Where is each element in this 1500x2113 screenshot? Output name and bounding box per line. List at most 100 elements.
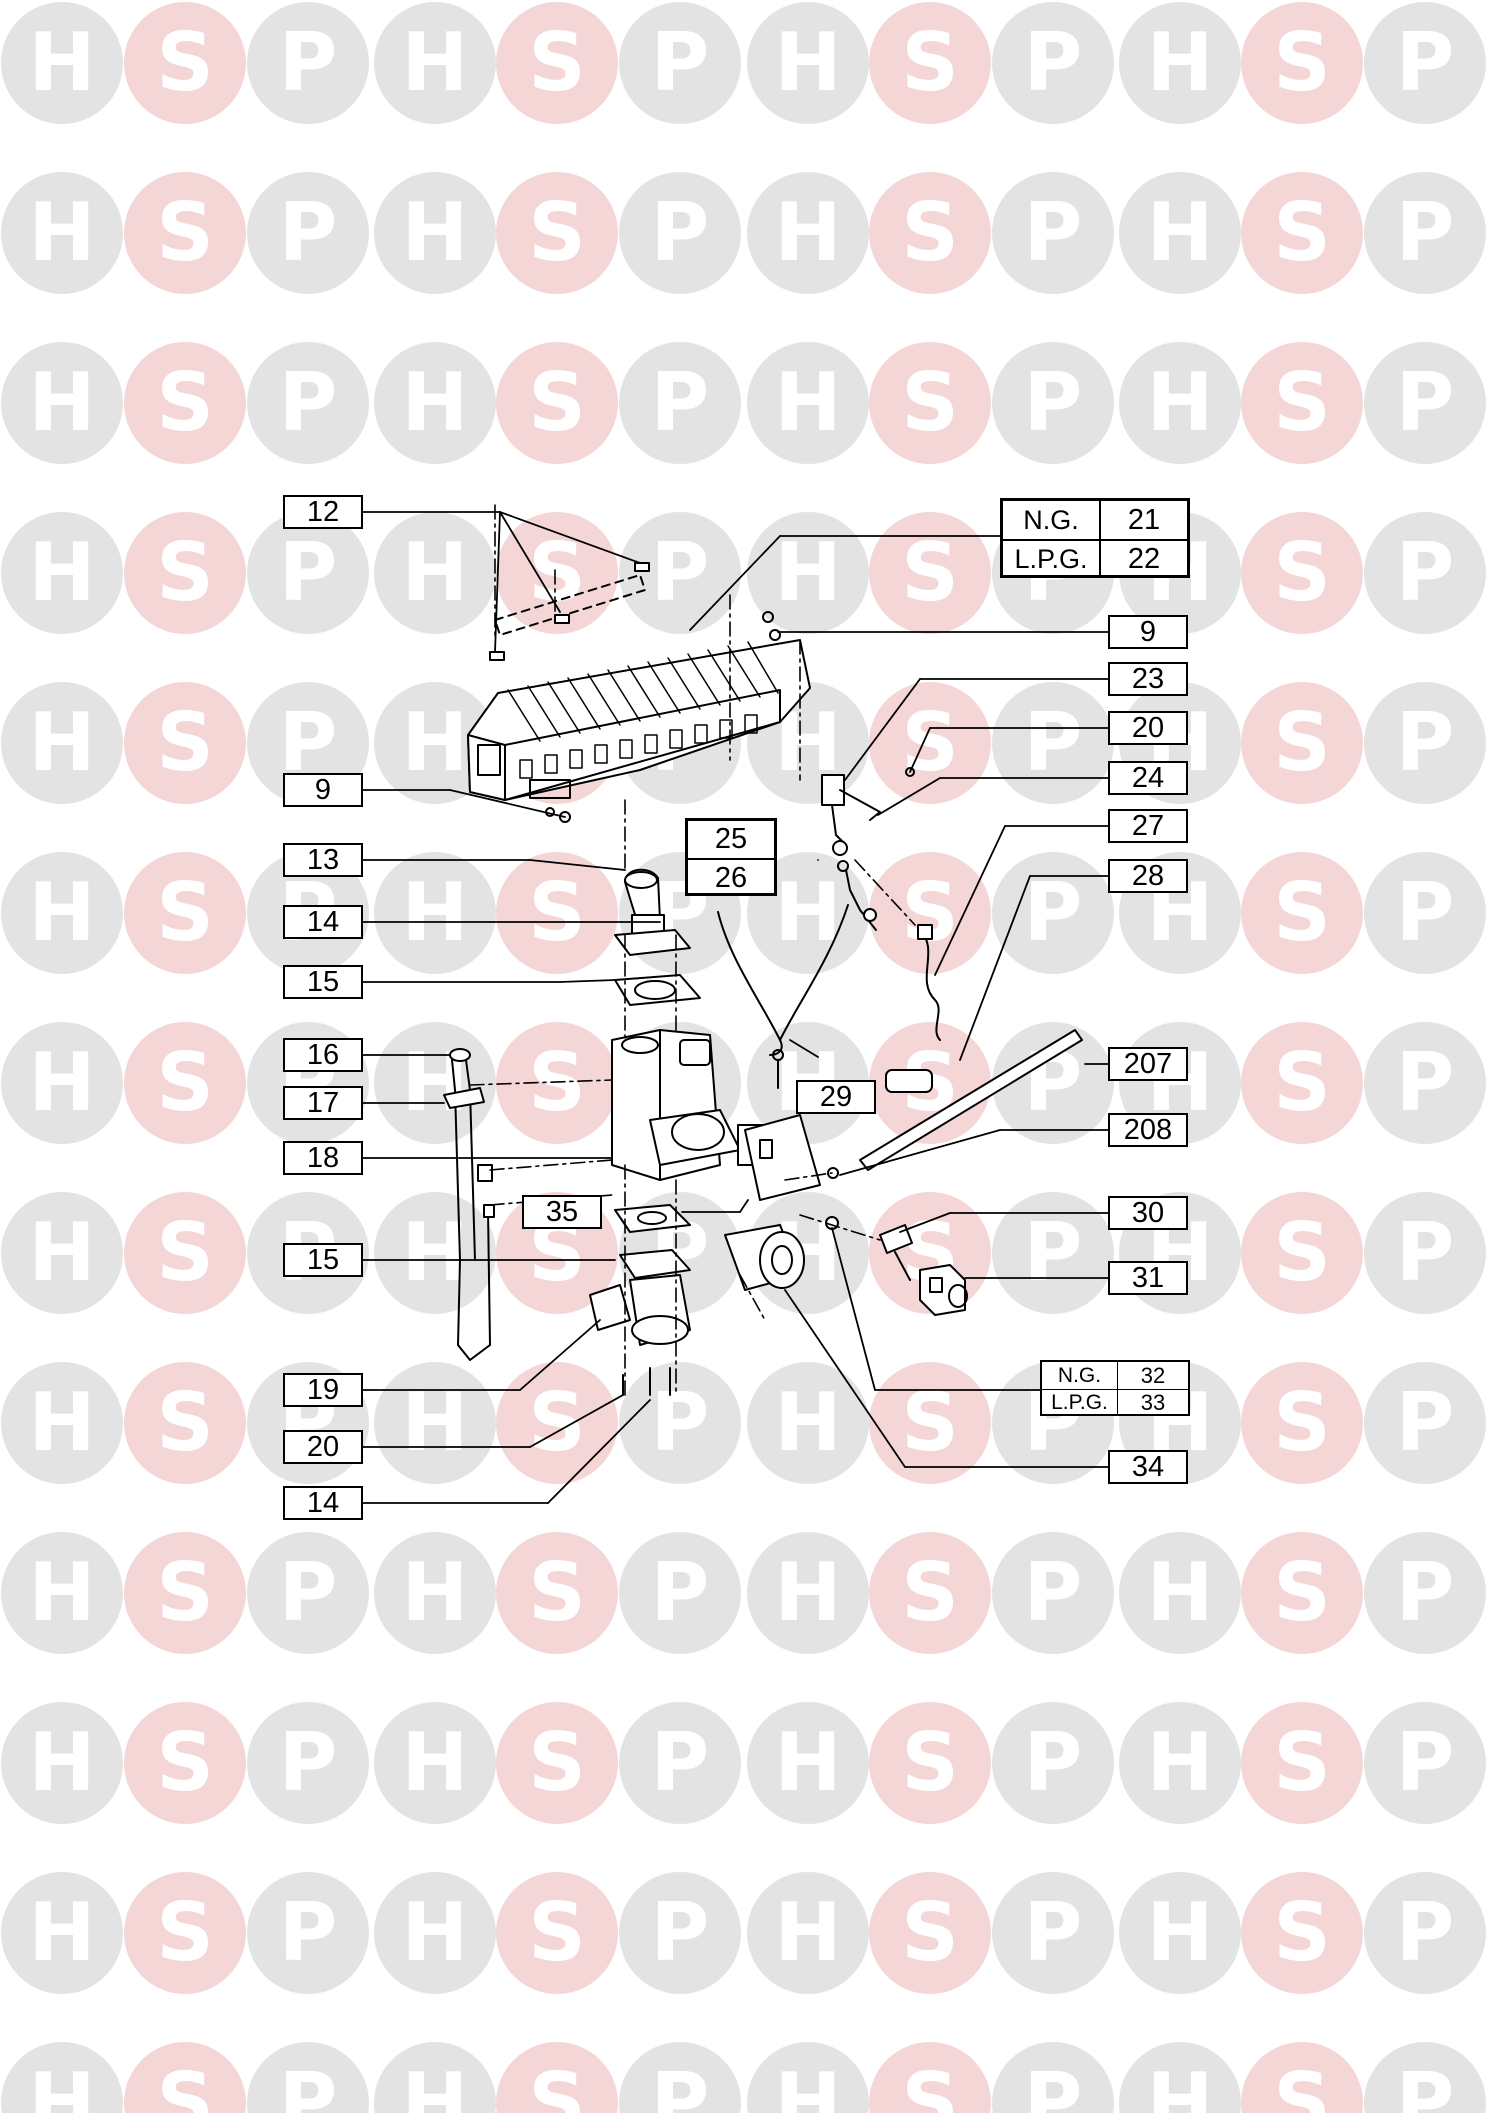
watermark-letter: S [528, 16, 586, 109]
watermark-letter: H [1147, 1886, 1214, 1979]
watermark-circle [1, 1192, 123, 1314]
watermark-circle [1, 1702, 123, 1824]
table-row: L.P.G. 33 [1042, 1390, 1188, 1416]
watermark-letter: S [901, 1546, 959, 1639]
watermark-circle [1364, 852, 1486, 974]
watermark-circle [1364, 1362, 1486, 1484]
watermark-circle [992, 1872, 1114, 1994]
callout-14-lower: 14 [283, 1486, 363, 1520]
watermark-circle [247, 1872, 369, 1994]
watermark-letter: H [402, 1716, 469, 1809]
watermark-letter: S [901, 16, 959, 109]
watermark-circle [869, 1362, 991, 1484]
watermark-circle [1, 1532, 123, 1654]
watermark-circle [992, 1022, 1114, 1144]
watermark-circle [1119, 1532, 1241, 1654]
callout-208: 208 [1108, 1113, 1188, 1147]
watermark-circle [619, 342, 741, 464]
watermark-letter: H [775, 1716, 842, 1809]
watermark-letter: P [1024, 1886, 1083, 1979]
watermark-letter: S [1273, 186, 1331, 279]
watermark-circle [1, 512, 123, 634]
watermark-circle [247, 2, 369, 124]
watermark-circle [374, 1192, 496, 1314]
watermark-circle [869, 1872, 991, 1994]
watermark-letter: H [402, 16, 469, 109]
watermark-circle [374, 512, 496, 634]
watermark-letter: P [1024, 696, 1083, 789]
watermark-letter: H [775, 16, 842, 109]
watermark-circle [869, 852, 991, 974]
gas-type-table-21-22: N.G. 21 L.P.G. 22 [1000, 498, 1190, 578]
watermark-circle [496, 1532, 618, 1654]
watermark-letter: S [528, 356, 586, 449]
watermark-letter: P [1396, 2056, 1455, 2113]
part-number-cell: 33 [1140, 1390, 1166, 1415]
watermark-circle [374, 1362, 496, 1484]
watermark-letter: P [1024, 1546, 1083, 1639]
part-number-cell: 21 [1127, 503, 1161, 536]
watermark-circle [1119, 1872, 1241, 1994]
part-number-cell: 32 [1140, 1362, 1166, 1388]
watermark-letter: S [528, 526, 586, 619]
watermark-circle [124, 1532, 246, 1654]
watermark-circle [1364, 172, 1486, 294]
watermark-circle [1364, 2, 1486, 124]
watermark-letter: P [1396, 526, 1455, 619]
watermark-circle [1119, 2042, 1241, 2113]
table-row: N.G. 32 [1042, 1362, 1188, 1390]
watermark-letter: S [901, 356, 959, 449]
watermark-letter: P [651, 1546, 710, 1639]
watermark-circle [619, 1702, 741, 1824]
watermark-circle [619, 2042, 741, 2113]
watermark-circle [124, 2, 246, 124]
watermark-circle [1364, 342, 1486, 464]
watermark-letter: P [279, 186, 338, 279]
watermark-circle [747, 1872, 869, 1994]
gas-valve-assembly [589, 868, 821, 1396]
watermark-letter: P [1024, 16, 1083, 109]
watermark-letter: H [775, 2056, 842, 2113]
callout-34: 34 [1108, 1450, 1188, 1484]
watermark-circle [374, 682, 496, 804]
watermark-letter: P [1396, 16, 1455, 109]
watermark-circle [992, 172, 1114, 294]
watermark-letter: H [775, 186, 842, 279]
watermark-letter: H [1147, 2056, 1214, 2113]
callout-24: 24 [1108, 761, 1188, 795]
callout-12: 12 [283, 495, 363, 529]
watermark-circle [1, 2, 123, 124]
watermark-letter: S [1273, 1376, 1331, 1469]
watermark-circle [1, 1022, 123, 1144]
watermark-circle [247, 342, 369, 464]
watermark-circle [747, 1362, 869, 1484]
watermark-circle [992, 342, 1114, 464]
watermark-letter: S [528, 1716, 586, 1809]
watermark-letter: S [528, 1546, 586, 1639]
watermark-circle [1, 172, 123, 294]
watermark-letter: H [775, 1886, 842, 1979]
callout-30: 30 [1108, 1196, 1188, 1230]
watermark-circle [1, 2042, 123, 2113]
watermark-circle [619, 1872, 741, 1994]
watermark-circle [1241, 1192, 1363, 1314]
watermark-circle [1241, 2042, 1363, 2113]
watermark-circle [992, 682, 1114, 804]
watermark-circle [374, 172, 496, 294]
watermark-letter: S [901, 696, 959, 789]
watermark-circle [1, 1872, 123, 1994]
callout-17: 17 [283, 1086, 363, 1120]
watermark-letter: S [901, 526, 959, 619]
watermark-circle [992, 1532, 1114, 1654]
watermark-circle [1119, 2, 1241, 124]
watermark-circle [1364, 1022, 1486, 1144]
watermark-letter: P [651, 356, 710, 449]
watermark-circle [374, 1872, 496, 1994]
watermark-circle [1241, 342, 1363, 464]
watermark-letter: P [651, 1886, 710, 1979]
watermark-circle [992, 2, 1114, 124]
watermark-circle [747, 342, 869, 464]
watermark-circle [496, 852, 618, 974]
watermark-letter: S [1273, 1546, 1331, 1639]
watermark-letter: H [29, 1886, 96, 1979]
